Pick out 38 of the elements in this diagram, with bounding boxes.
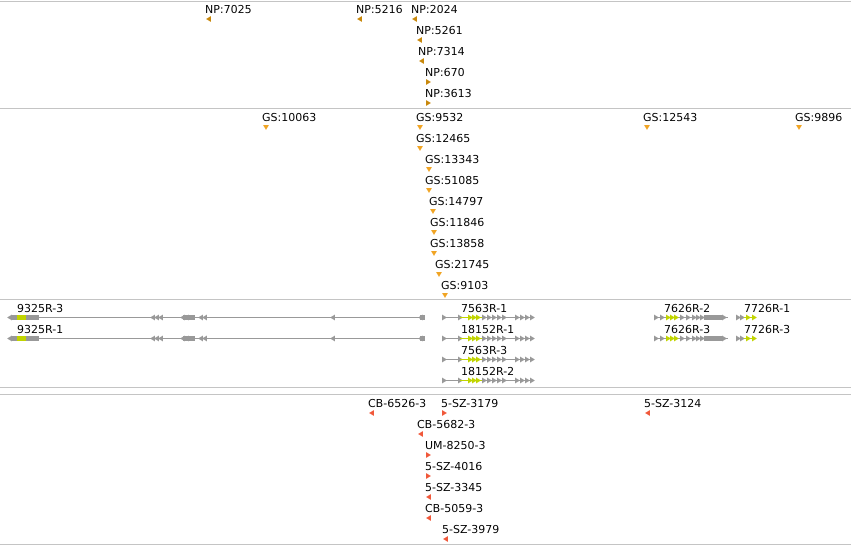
feature-label: GS:10063 (262, 111, 316, 124)
gene-label: 7563R-1 (461, 302, 508, 315)
feature-label: CB-5059-3 (425, 502, 484, 515)
feature-label: NP:3613 (425, 87, 472, 100)
gene-label: 7726R-1 (744, 302, 790, 315)
feature-label: GS:9896 (795, 111, 842, 124)
feature-label: GS:9532 (416, 111, 464, 124)
gene-label: 7726R-3 (744, 323, 790, 336)
feature-label: GS:11846 (430, 216, 484, 229)
gene-label: 18152R-2 (461, 365, 514, 378)
feature-label: GS:13343 (425, 153, 480, 166)
feature-label: NP:5261 (416, 24, 463, 37)
feature-label: GS:9103 (441, 279, 488, 292)
gene-label: 9325R-1 (17, 323, 64, 336)
feature-label: CB-6526-3 (368, 397, 426, 410)
gene-label: 7563R-3 (461, 344, 508, 357)
feature-label: 5-SZ-3124 (644, 397, 702, 410)
feature-label: 5-SZ-3979 (442, 523, 500, 536)
feature-label: NP:2024 (411, 3, 458, 16)
feature-label: GS:21745 (435, 258, 490, 271)
gene-label: 7626R-3 (664, 323, 710, 336)
feature-label: NP:7314 (418, 45, 465, 58)
feature-label: GS:14797 (429, 195, 484, 208)
feature-label: GS:13858 (430, 237, 484, 250)
feature-label: GS:12543 (643, 111, 698, 124)
feature-label: 5-SZ-3179 (441, 397, 498, 410)
gene-label: 9325R-3 (17, 302, 64, 315)
feature-label: NP:7025 (205, 3, 252, 16)
gene-label: 18152R-1 (461, 323, 514, 336)
feature-label: 5-SZ-3345 (425, 481, 482, 494)
feature-label: NP:670 (425, 66, 465, 79)
feature-label: UM-8250-3 (425, 439, 486, 452)
feature-label: GS:12465 (416, 132, 470, 145)
feature-label: GS:51085 (425, 174, 480, 187)
feature-label: 5-SZ-4016 (425, 460, 482, 473)
gene-label: 7626R-2 (664, 302, 710, 315)
feature-label: NP:5216 (356, 3, 403, 16)
feature-label: CB-5682-3 (417, 418, 476, 431)
